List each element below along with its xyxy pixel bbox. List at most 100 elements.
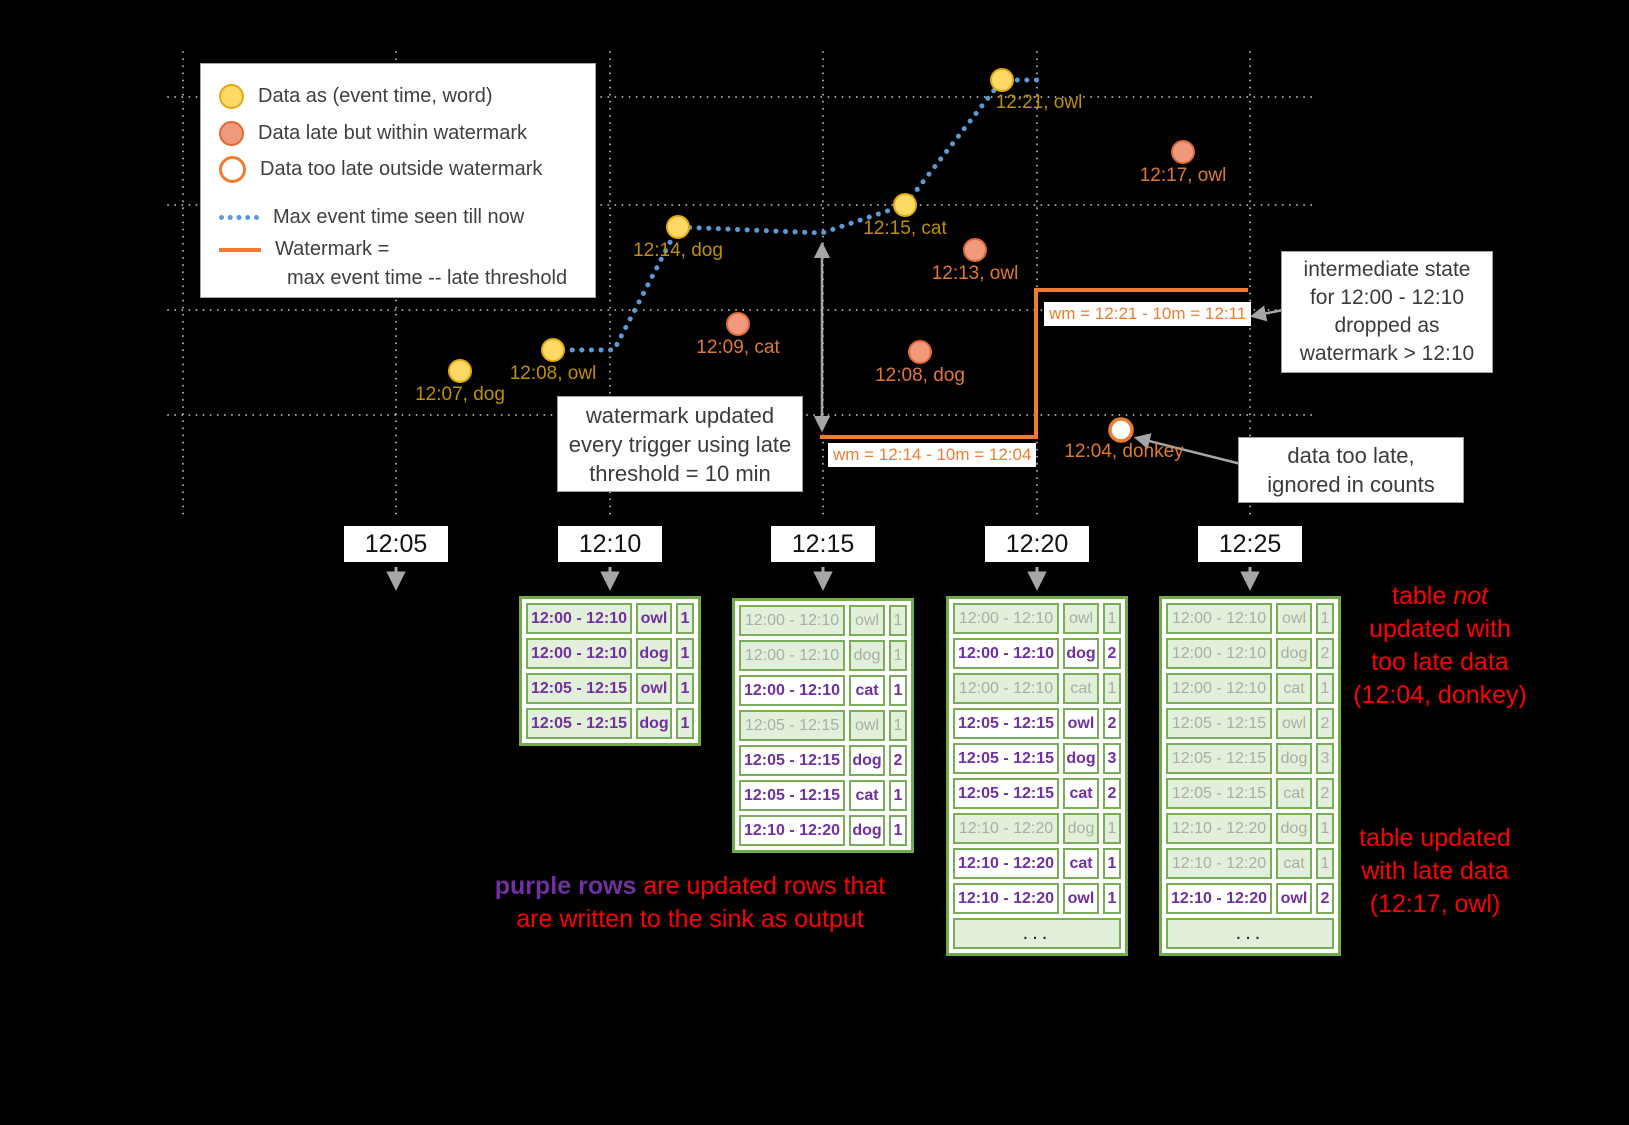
- data-points: [448, 68, 1195, 443]
- table-cell-word: owl: [636, 673, 672, 704]
- table-cell-word: dog: [1063, 743, 1099, 774]
- table-cell-count: 1: [1316, 673, 1334, 704]
- point-label: 12:17, owl: [1139, 165, 1227, 186]
- data-point: [541, 338, 565, 362]
- table-cell-count: 1: [1316, 603, 1334, 634]
- table-cell-window: 12:05 - 12:15: [1166, 743, 1272, 774]
- time-tick: 12:20: [985, 526, 1089, 562]
- table-cell-count: 1: [889, 710, 907, 741]
- table-cell-word: cat: [1276, 673, 1312, 704]
- table-cell-window: 12:05 - 12:15: [739, 710, 845, 741]
- table-cell-count: 2: [1103, 638, 1121, 669]
- table-cell-count: 1: [1103, 883, 1121, 914]
- table-cell-count: 1: [676, 603, 694, 634]
- table-cell-window: 12:05 - 12:15: [739, 745, 845, 776]
- data-point: [963, 238, 987, 262]
- data-point: [1108, 417, 1134, 443]
- table-cell-count: 1: [1103, 673, 1121, 704]
- legend-label: Data late but within watermark: [258, 122, 528, 144]
- table-cell-window: 12:05 - 12:15: [1166, 778, 1272, 809]
- table-cell-word: dog: [1276, 743, 1312, 774]
- callout-intermediate-state: intermediate state for 12:00 - 12:10 dro…: [1281, 251, 1493, 373]
- too-late-arrow: [1133, 433, 1242, 466]
- table-ellipsis-row: ...: [953, 918, 1121, 949]
- table-cell-count: 1: [676, 673, 694, 704]
- table-cell-word: dog: [1276, 813, 1312, 844]
- callout-line: watermark > 12:10: [1299, 342, 1475, 365]
- table-cell-window: 12:00 - 12:10: [1166, 603, 1272, 634]
- table-cell-word: cat: [1276, 848, 1312, 879]
- legend-item: Data too late outside watermark: [219, 156, 542, 183]
- table-cell-word: owl: [849, 605, 885, 636]
- table-cell-window: 12:05 - 12:15: [526, 673, 632, 704]
- table-cell-count: 1: [1316, 813, 1334, 844]
- table-cell-word: owl: [1276, 708, 1312, 739]
- time-tick: 12:15: [771, 526, 875, 562]
- table-cell-count: 2: [889, 745, 907, 776]
- callout-line: threshold = 10 min: [589, 460, 771, 486]
- legend: Data as (event time, word) Data late but…: [200, 63, 596, 298]
- too-late-dot-icon: [219, 156, 246, 183]
- legend-item: Data late but within watermark: [219, 121, 527, 146]
- point-label: 12:07, dog: [415, 384, 505, 405]
- table-cell-window: 12:00 - 12:10: [953, 673, 1059, 704]
- table-cell-word: dog: [1063, 638, 1099, 669]
- time-tick: 12:10: [558, 526, 662, 562]
- table-cell-word: owl: [1063, 883, 1099, 914]
- callout-line: dropped as: [1334, 314, 1440, 337]
- point-label: 12:08, owl: [509, 363, 597, 384]
- table-cell-word: dog: [636, 638, 672, 669]
- table-cell-count: 1: [676, 708, 694, 739]
- note-line: updated with: [1369, 615, 1511, 643]
- table-cell-word: dog: [1276, 638, 1312, 669]
- ontime-dot-icon: [219, 84, 244, 109]
- blue-dotted-line-icon: [219, 215, 259, 220]
- table-cell-word: owl: [1063, 708, 1099, 739]
- point-label: 12:14, dog: [633, 240, 723, 261]
- time-tick: 12:25: [1198, 526, 1302, 562]
- table-cell-word: dog: [849, 815, 885, 846]
- table-cell-word: dog: [1063, 813, 1099, 844]
- data-point: [666, 215, 690, 239]
- table-cell-count: 1: [889, 605, 907, 636]
- note-purple-rows: purple rows are updated rows that are wr…: [470, 870, 910, 936]
- table-cell-window: 12:00 - 12:10: [1166, 673, 1272, 704]
- table-cell-window: 12:10 - 12:20: [739, 815, 845, 846]
- table-cell-word: owl: [636, 603, 672, 634]
- table-cell-count: 1: [1103, 603, 1121, 634]
- table-cell-count: 2: [1103, 778, 1121, 809]
- legend-label: Max event time seen till now: [273, 206, 525, 228]
- callout-line: ignored in counts: [1267, 472, 1435, 497]
- table-cell-window: 12:00 - 12:10: [526, 638, 632, 669]
- table-cell-count: 2: [1103, 708, 1121, 739]
- table-cell-window: 12:00 - 12:10: [739, 640, 845, 671]
- table-cell-count: 3: [1103, 743, 1121, 774]
- watermark-value-label: wm = 12:14 - 10m = 12:04: [828, 443, 1037, 467]
- table-cell-window: 12:00 - 12:10: [1166, 638, 1272, 669]
- table-cell-count: 1: [1103, 813, 1121, 844]
- note-not-updated: table not updated with too late data (12…: [1340, 580, 1540, 712]
- note-updated-late: table updated with late data (12:17, owl…: [1340, 822, 1530, 921]
- table-cell-word: cat: [849, 780, 885, 811]
- table-cell-count: 1: [889, 815, 907, 846]
- table-cell-word: cat: [1276, 778, 1312, 809]
- table-cell-count: 1: [1316, 848, 1334, 879]
- table-cell-window: 12:05 - 12:15: [953, 708, 1059, 739]
- table-cell-word: owl: [1063, 603, 1099, 634]
- table-cell-word: dog: [849, 745, 885, 776]
- table-cell-window: 12:10 - 12:20: [953, 813, 1059, 844]
- legend-sublabel: max event time -- late threshold: [287, 267, 568, 289]
- table-cell-window: 12:05 - 12:15: [953, 743, 1059, 774]
- legend-label: Data too late outside watermark: [260, 158, 543, 180]
- point-label: 12:21, owl: [995, 92, 1083, 113]
- data-point: [726, 312, 750, 336]
- max-event-time-line: [550, 77, 1041, 353]
- callout-line: intermediate state: [1303, 258, 1471, 281]
- note-line: (12:04, donkey): [1353, 681, 1527, 709]
- legend-item: Data as (event time, word): [219, 84, 493, 109]
